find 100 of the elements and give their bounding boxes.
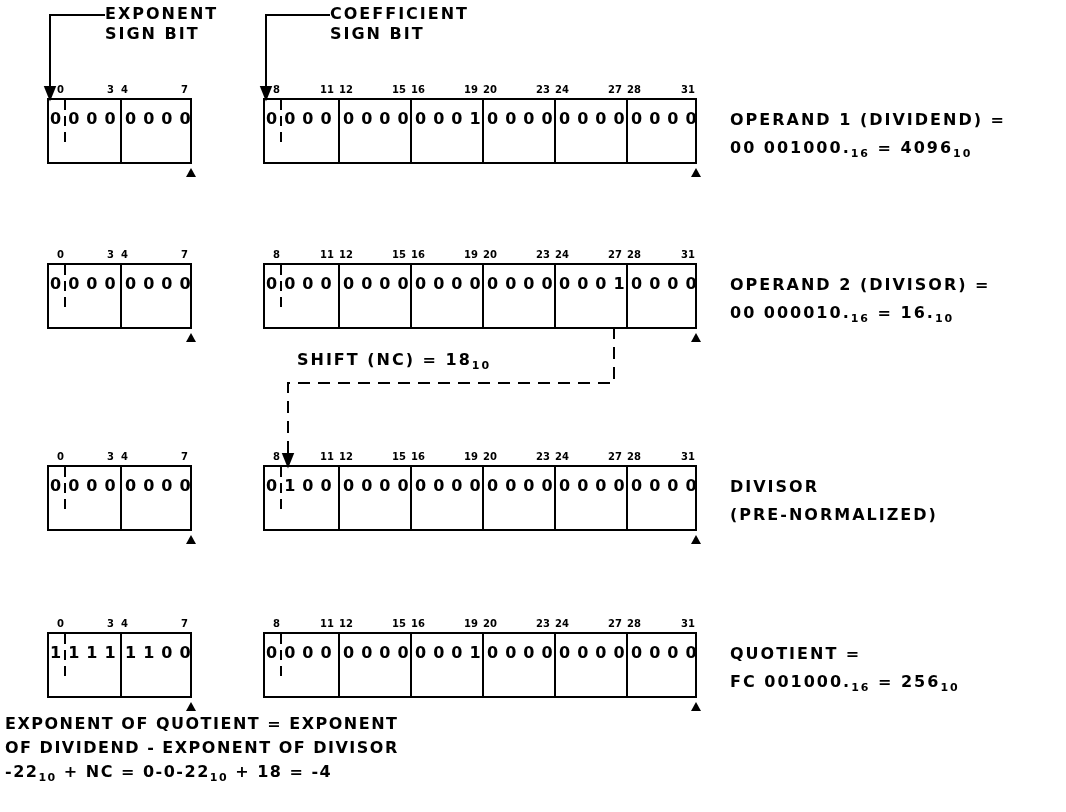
nibble-cell: 0000 [120,265,194,327]
bit-number: 23 [536,451,548,463]
nibble-cell: 0000 [482,634,554,696]
bit-number: 11 [320,249,332,261]
bit-number: 11 [320,451,332,463]
nibble-cell: 0100 [263,467,336,529]
bit-number: 3 [106,249,114,261]
nibble-cell: 0000 [263,634,336,696]
bit-number: 12 [339,451,353,463]
bit-number: 24 [555,618,569,630]
bit-number: 4 [121,84,128,96]
bit-number: 8 [273,451,280,463]
value-text: 00 000010.$_{16}$ = 16.$_{10}$ [730,303,955,328]
bit-number: 4 [121,249,128,261]
bit-number: 16 [411,249,425,261]
bit-number: 4 [121,451,128,463]
nibble-cell: 0000 [626,100,699,162]
nibble-cell: 0000 [47,100,118,162]
nibble-cell: 0000 [626,265,699,327]
value-text: OPERAND 2 (DIVISOR) = [730,275,991,295]
bit-number: 20 [483,618,497,630]
bit-number: 28 [627,451,641,463]
value-text: 00 001000.$_{16}$ = 4096$_{10}$ [730,138,973,163]
nibble-cell: 0000 [338,467,410,529]
bit-number: 11 [320,84,332,96]
bit-number: 7 [180,249,188,261]
bit-number: 27 [608,618,620,630]
nibble-cell: 0000 [47,467,118,529]
value-text: QUOTIENT = [730,644,862,664]
bit-number: 15 [392,618,404,630]
bit-number: 11 [320,618,332,630]
bit-number: 23 [536,249,548,261]
bit-number: 31 [681,249,693,261]
bit-number: 27 [608,451,620,463]
nibble-cell: 0000 [338,100,410,162]
bit-number: 16 [411,84,425,96]
register-box [263,98,697,164]
bit-number: 19 [464,249,476,261]
value-text: DIVISOR [730,477,819,497]
nibble-cell: 0000 [120,467,194,529]
value-text: (PRE-NORMALIZED) [730,505,938,525]
bit-number: 19 [464,84,476,96]
bit-number: 28 [627,249,641,261]
bit-number: 31 [681,84,693,96]
bit-number: 23 [536,618,548,630]
nibble-cell: 0000 [263,265,336,327]
nibble-cell: 0000 [120,100,194,162]
bit-number: 12 [339,618,353,630]
nibble-cell: 0000 [338,634,410,696]
bit-number: 8 [273,84,280,96]
bit-number: 16 [411,618,425,630]
bit-number: 20 [483,249,497,261]
formula-text: EXPONENT OF QUOTIENT = EXPONENT OF DIVIDEND - EXPONENT OF DIVISOR [5,713,400,759]
bit-number: 15 [392,249,404,261]
bit-number: 0 [57,84,64,96]
register-box [263,465,697,531]
bit-number: 7 [180,618,188,630]
nibble-cell: 0000 [410,467,482,529]
bit-number: 7 [180,451,188,463]
callout-label: COEFFICIENT SIGN BIT [330,4,480,44]
nibble-cell: 0000 [338,265,410,327]
bit-number: 12 [339,249,353,261]
value-text: OPERAND 1 (DIVIDEND) = [730,110,1006,130]
bit-number: 20 [483,84,497,96]
bit-number: 16 [411,451,425,463]
bit-number: 0 [57,451,64,463]
nibble-cell: 0000 [482,265,554,327]
nibble-cell: 0000 [626,467,699,529]
bit-number: 23 [536,84,548,96]
bit-number: 3 [106,84,114,96]
bit-number: 31 [681,618,693,630]
formula-text: -22$_{10}$ + NC = 0-0-22$_{10}$ + 18 = -4 [5,762,333,787]
nibble-cell: 0000 [482,100,554,162]
bit-number: 12 [339,84,353,96]
register-box [47,263,192,329]
nibble-cell: 0000 [410,265,482,327]
bit-number: 0 [57,249,64,261]
bit-number: 15 [392,84,404,96]
register-box [47,465,192,531]
nibble-cell: 0000 [554,634,626,696]
bit-number: 8 [273,249,280,261]
nibble-cell: 0000 [554,100,626,162]
bit-number: 7 [180,84,188,96]
bit-number: 28 [627,618,641,630]
nibble-cell: 0000 [47,265,118,327]
bit-number: 0 [57,618,64,630]
register-box [47,98,192,164]
nibble-cell: 0001 [410,100,482,162]
nibble-cell: 0001 [554,265,626,327]
bit-number: 3 [106,451,114,463]
callout-label: EXPONENT SIGN BIT [105,4,235,44]
bit-number: 27 [608,84,620,96]
bit-number: 3 [106,618,114,630]
bit-number: 31 [681,451,693,463]
nibble-cell: 0000 [626,634,699,696]
bit-number: 19 [464,618,476,630]
bit-number: 24 [555,249,569,261]
bit-number: 4 [121,618,128,630]
nibble-cell: 0001 [410,634,482,696]
value-text: FC 001000.$_{16}$ = 256$_{10}$ [730,672,960,697]
